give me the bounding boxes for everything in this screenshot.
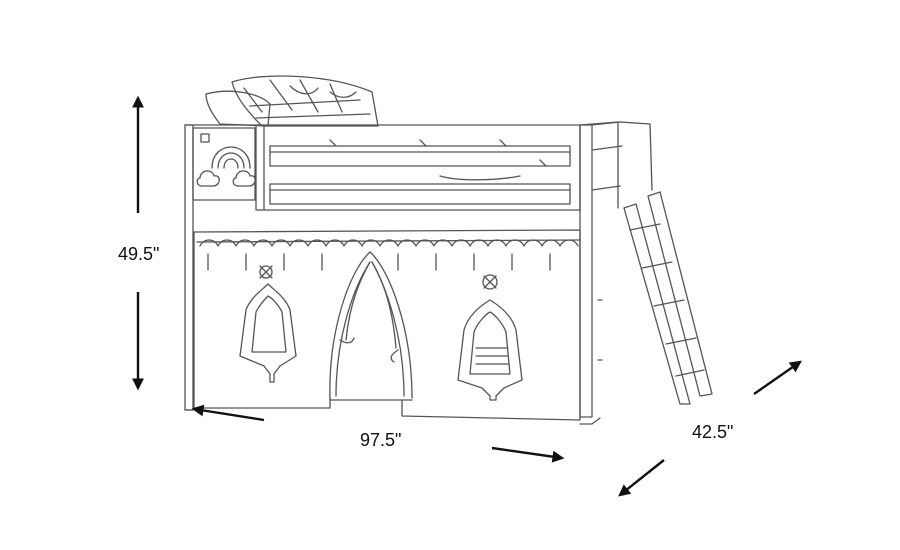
width-arrow-left <box>191 404 265 422</box>
tent-curtain <box>193 229 581 421</box>
depth-arrow-front <box>618 459 665 497</box>
width-label: 97.5" <box>360 430 402 450</box>
width-arrow-right <box>491 446 565 463</box>
ladder <box>623 191 713 405</box>
depth-arrow-back <box>753 360 802 395</box>
guard-rails <box>263 121 619 213</box>
height-label: 49.5" <box>118 244 160 264</box>
left-end-panel <box>184 124 265 411</box>
rainbow-emblem <box>196 133 256 187</box>
dimension-arrows <box>132 95 802 497</box>
depth-label: 42.5" <box>692 422 734 442</box>
right-post <box>579 121 653 425</box>
pillows <box>205 75 379 127</box>
